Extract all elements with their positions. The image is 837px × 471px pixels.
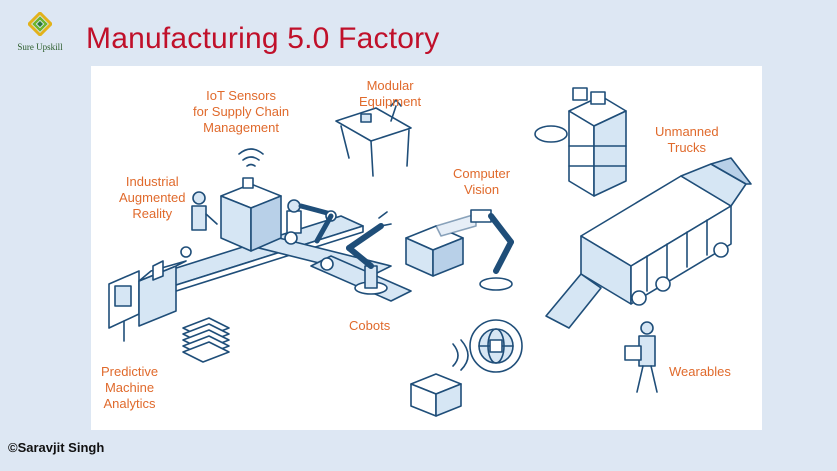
modular-equipment-table <box>335 99 412 177</box>
label-computer-vision: Computer Vision <box>453 166 511 197</box>
label-cobots: Cobots <box>349 318 391 333</box>
document-stack-icon <box>182 317 230 363</box>
brand-logo: Sure Upskill <box>8 6 72 62</box>
page-title: Manufacturing 5.0 Factory <box>86 22 440 55</box>
logo-text: Sure Upskill <box>17 42 63 52</box>
analytics-terminal <box>108 260 187 342</box>
label-unmanned-trucks: Unmanned Trucks <box>655 124 719 155</box>
ar-worker-figure <box>180 191 218 258</box>
cobot-arm <box>346 211 392 295</box>
factory-scene <box>108 87 752 417</box>
diamond-logo-icon <box>28 12 52 36</box>
unmanned-truck <box>545 157 752 329</box>
network-globe-icon <box>469 319 523 373</box>
copyright-text: ©Saravjit Singh <box>8 440 105 455</box>
factory-illustration: IoT Sensors for Supply Chain Management … <box>91 66 762 430</box>
computer-vision-station <box>405 209 514 291</box>
iot-sensor-machine <box>220 148 282 252</box>
warehouse-shelf <box>534 87 627 197</box>
label-modular-equipment: Modular Equipment <box>359 78 422 109</box>
robot-arm <box>284 199 337 271</box>
label-augmented-reality: Industrial Augmented Reality <box>119 174 186 221</box>
smart-parcel <box>410 339 469 417</box>
label-iot-sensors: IoT Sensors for Supply Chain Management <box>193 88 290 135</box>
label-wearables: Wearables <box>669 364 731 379</box>
label-predictive-analytics: Predictive Machine Analytics <box>101 364 159 411</box>
wearables-worker-figure <box>624 321 658 393</box>
